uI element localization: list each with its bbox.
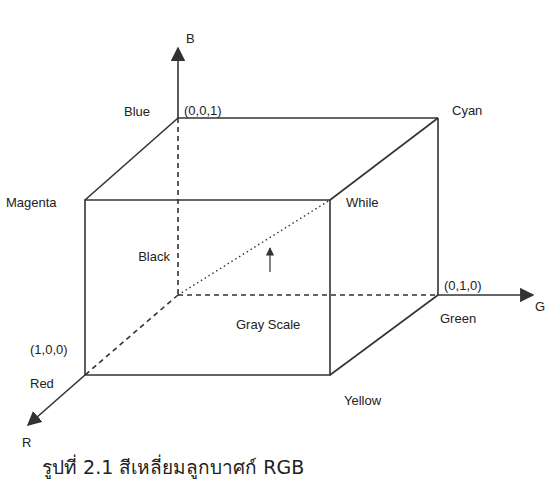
coordinate-label: (0,1,0) — [444, 279, 482, 293]
coordinate-label: (0,0,1) — [184, 104, 222, 118]
vertex-label: Yellow — [344, 394, 381, 408]
axis-label: B — [186, 32, 195, 46]
coordinate-label: (1,0,0) — [30, 343, 68, 357]
vertex-label: Green — [440, 312, 476, 326]
vertex-label: Magenta — [6, 196, 57, 210]
diagonal-label: Gray Scale — [236, 318, 300, 332]
vertex-label: Blue — [124, 105, 150, 119]
vertex-label: Cyan — [452, 104, 482, 118]
axis-label: G — [535, 300, 545, 314]
vertex-label: Black — [138, 250, 170, 264]
figure-caption: รูปที่ 2.1 สีเหลี่ยมลูกบาศก์ RGB — [42, 452, 304, 482]
axis-label: R — [22, 436, 31, 450]
vertex-label: Red — [30, 377, 54, 391]
vertex-label: While — [346, 196, 379, 210]
